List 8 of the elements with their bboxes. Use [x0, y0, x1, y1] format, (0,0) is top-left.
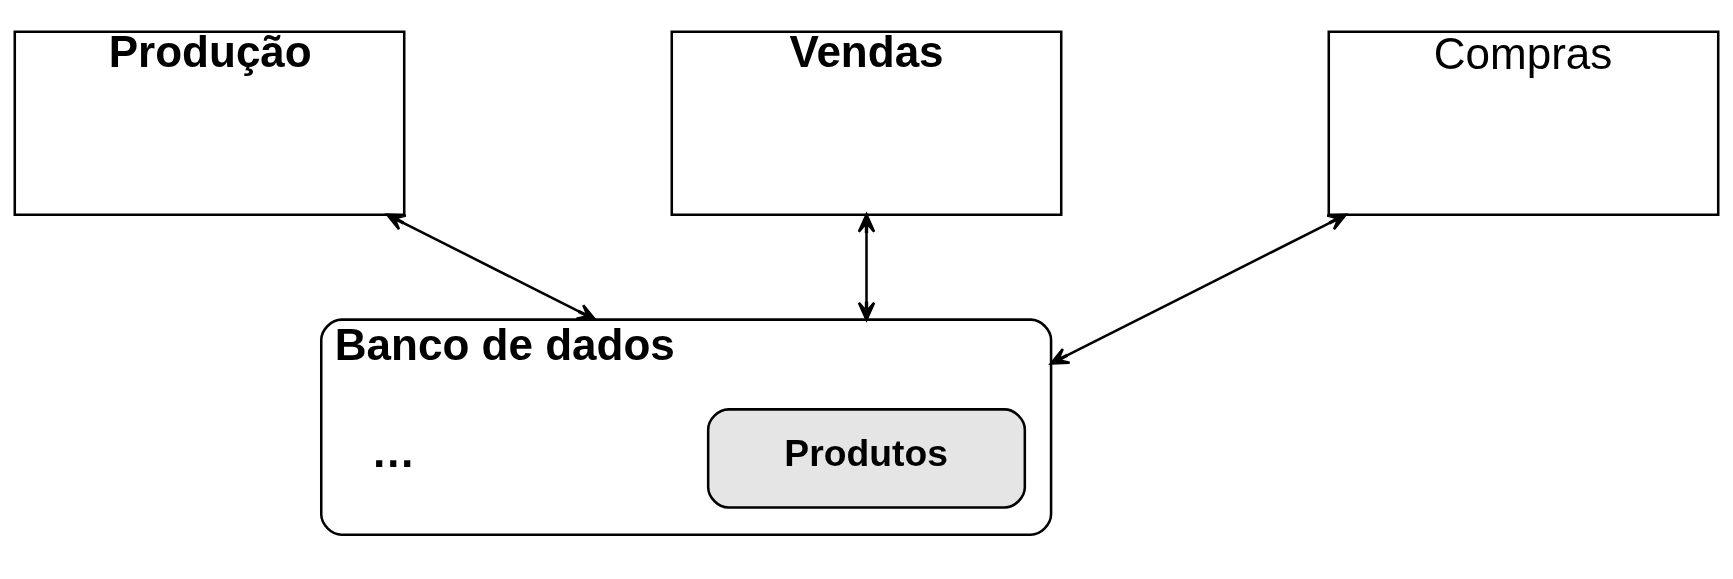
node-box: Compras — [1327, 30, 1720, 216]
arrow — [857, 212, 876, 321]
node-box: Produção — [13, 30, 406, 216]
arrow — [1049, 212, 1347, 365]
arrow — [386, 212, 597, 321]
node-box: Produtos — [706, 407, 1027, 509]
node-box: Vendas — [670, 30, 1063, 216]
label: … — [371, 426, 416, 476]
